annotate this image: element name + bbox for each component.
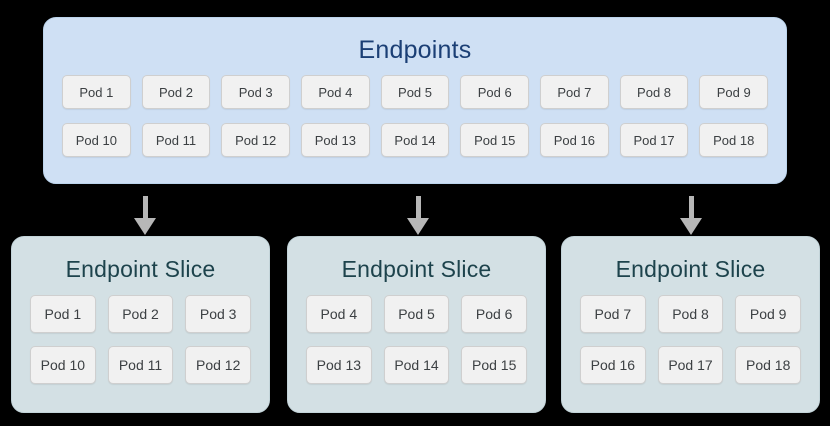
arrow-shaft: [689, 196, 694, 220]
endpoints-pod-row: Pod 10 Pod 11 Pod 12 Pod 13 Pod 14 Pod 1…: [62, 123, 769, 157]
pod-chip[interactable]: Pod 4: [301, 75, 370, 109]
pod-chip[interactable]: Pod 1: [30, 295, 96, 333]
endpoint-slice-pod-grid: Pod 1 Pod 2 Pod 3 Pod 10 Pod 11 Pod 12: [30, 295, 252, 384]
pod-chip[interactable]: Pod 4: [306, 295, 372, 333]
pod-chip[interactable]: Pod 10: [62, 123, 131, 157]
pod-chip[interactable]: Pod 18: [735, 346, 802, 384]
pod-chip[interactable]: Pod 2: [107, 295, 174, 333]
pod-chip[interactable]: Pod 1: [62, 75, 131, 109]
pod-chip[interactable]: Pod 14: [383, 346, 450, 384]
endpoint-slice-pod-grid: Pod 4 Pod 5 Pod 6 Pod 13 Pod 14 Pod 15: [306, 295, 528, 384]
endpoint-slice-title: Endpoint Slice: [341, 256, 492, 282]
pod-chip[interactable]: Pod 5: [383, 295, 450, 333]
endpoints-pod-grid: Pod 1 Pod 2 Pod 3 Pod 4 Pod 5 Pod 6 Pod …: [62, 75, 769, 157]
pod-chip[interactable]: Pod 5: [380, 75, 450, 109]
endpoints-title: Endpoints: [358, 36, 472, 64]
endpoints-container: Endpoints Pod 1 Pod 2 Pod 3 Pod 4 Pod 5 …: [43, 17, 787, 184]
arrow-head: [407, 218, 429, 235]
pod-chip[interactable]: Pod 17: [619, 123, 689, 157]
arrow-down-icon: [134, 196, 156, 235]
endpoint-slice-title: Endpoint Slice: [615, 256, 766, 282]
pod-chip[interactable]: Pod 12: [221, 123, 291, 157]
endpoint-slice-container: Endpoint Slice Pod 1 Pod 2 Pod 3 Pod 10 …: [11, 236, 270, 413]
pod-chip[interactable]: Pod 13: [301, 123, 370, 157]
endpoint-slice-container: Endpoint Slice Pod 7 Pod 8 Pod 9 Pod 16 …: [561, 236, 820, 413]
arrow-shaft: [143, 196, 148, 220]
endpoint-slice-pod-row: Pod 13 Pod 14 Pod 15: [306, 346, 528, 384]
pod-chip[interactable]: Pod 6: [460, 75, 530, 109]
pod-chip[interactable]: Pod 8: [657, 295, 724, 333]
pod-chip[interactable]: Pod 16: [580, 346, 646, 384]
pod-chip[interactable]: Pod 11: [107, 346, 174, 384]
pod-chip[interactable]: Pod 15: [460, 123, 530, 157]
pod-chip[interactable]: Pod 9: [735, 295, 802, 333]
endpoint-slice-pod-row: Pod 1 Pod 2 Pod 3: [30, 295, 252, 333]
pod-chip[interactable]: Pod 3: [185, 295, 252, 333]
endpoint-slice-pod-row: Pod 7 Pod 8 Pod 9: [580, 295, 802, 333]
pod-chip[interactable]: Pod 12: [185, 346, 252, 384]
arrow-shaft: [416, 196, 421, 220]
pod-chip[interactable]: Pod 9: [699, 75, 769, 109]
arrow-head: [134, 218, 156, 235]
endpoint-slice-pod-grid: Pod 7 Pod 8 Pod 9 Pod 16 Pod 17 Pod 18: [580, 295, 802, 384]
endpoints-pod-row: Pod 1 Pod 2 Pod 3 Pod 4 Pod 5 Pod 6 Pod …: [62, 75, 769, 109]
pod-chip[interactable]: Pod 3: [221, 75, 291, 109]
arrow-down-icon: [407, 196, 429, 235]
pod-chip[interactable]: Pod 14: [380, 123, 450, 157]
endpoint-slice-pod-row: Pod 4 Pod 5 Pod 6: [306, 295, 528, 333]
arrow-head: [680, 218, 702, 235]
pod-chip[interactable]: Pod 18: [699, 123, 769, 157]
pod-chip[interactable]: Pod 17: [657, 346, 724, 384]
endpoint-slice-pod-row: Pod 10 Pod 11 Pod 12: [30, 346, 252, 384]
pod-chip[interactable]: Pod 13: [306, 346, 372, 384]
pod-chip[interactable]: Pod 15: [461, 346, 528, 384]
pod-chip[interactable]: Pod 8: [619, 75, 689, 109]
pod-chip[interactable]: Pod 11: [141, 123, 211, 157]
pod-chip[interactable]: Pod 16: [540, 123, 609, 157]
endpoint-slice-title: Endpoint Slice: [65, 256, 216, 282]
endpoint-slice-container: Endpoint Slice Pod 4 Pod 5 Pod 6 Pod 13 …: [287, 236, 546, 413]
endpoint-slice-pod-row: Pod 16 Pod 17 Pod 18: [580, 346, 802, 384]
pod-chip[interactable]: Pod 10: [30, 346, 96, 384]
pod-chip[interactable]: Pod 7: [580, 295, 646, 333]
pod-chip[interactable]: Pod 2: [141, 75, 211, 109]
arrow-down-icon: [680, 196, 702, 235]
pod-chip[interactable]: Pod 6: [461, 295, 528, 333]
pod-chip[interactable]: Pod 7: [540, 75, 609, 109]
